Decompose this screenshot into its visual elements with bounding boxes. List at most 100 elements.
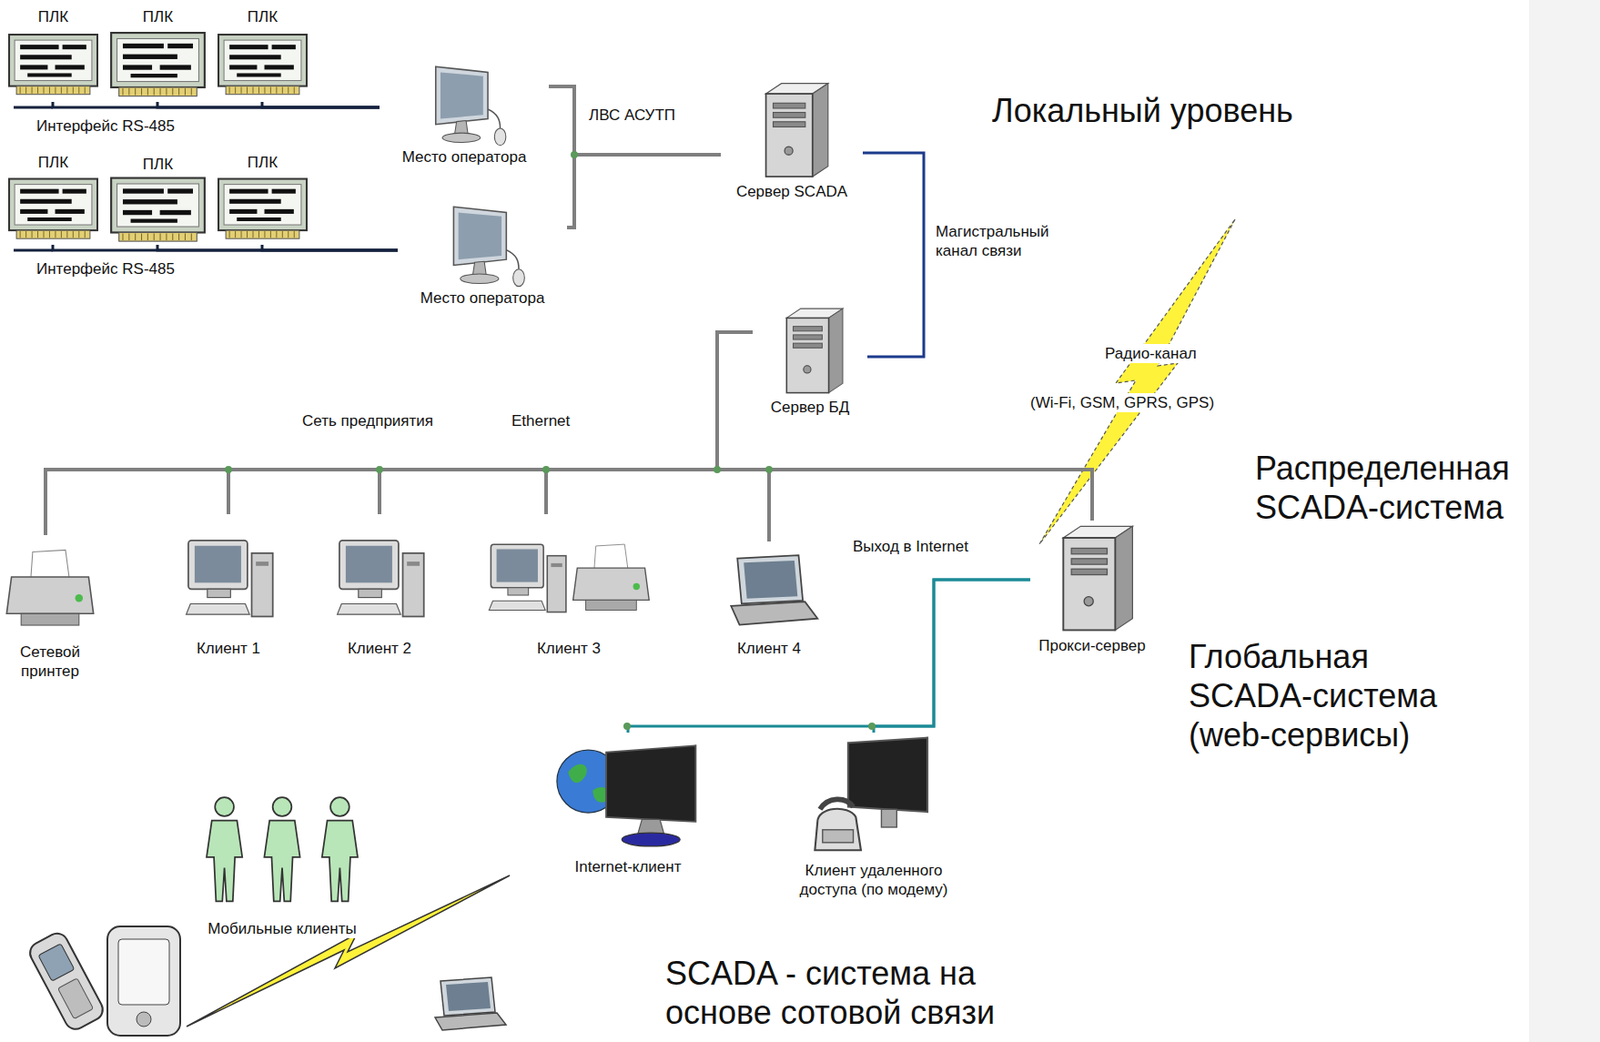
node-text: Место оператора bbox=[379, 147, 549, 167]
plc-chip bbox=[229, 55, 282, 61]
pda-button bbox=[136, 1012, 152, 1027]
monitor-base bbox=[358, 588, 383, 598]
plc-pin bbox=[246, 87, 248, 94]
printer-tray bbox=[586, 599, 638, 610]
node-label: Прокси-сервер bbox=[1036, 636, 1148, 656]
plc-pin bbox=[147, 88, 149, 95]
node-label: Клиент 1 bbox=[194, 638, 263, 659]
printer-tray bbox=[20, 613, 80, 626]
plc-pin bbox=[141, 88, 142, 95]
server-node: Прокси-сервер bbox=[1030, 520, 1155, 658]
plc-chip bbox=[122, 189, 164, 194]
plc-pin bbox=[246, 231, 248, 238]
network-link bbox=[717, 332, 770, 542]
node-text: ПЛК bbox=[216, 7, 309, 27]
plc-pin bbox=[72, 231, 74, 238]
plc-chip bbox=[20, 65, 48, 71]
device-icon bbox=[7, 173, 100, 245]
plc-pin bbox=[66, 87, 68, 94]
drive-bay bbox=[773, 112, 806, 119]
icon-group bbox=[111, 32, 205, 97]
drive-bay bbox=[1071, 547, 1107, 554]
node-label: Internet-клиент bbox=[573, 857, 684, 877]
plc-chip bbox=[122, 199, 178, 204]
laptop-base bbox=[730, 601, 818, 626]
monitor-screen bbox=[848, 738, 928, 812]
plc-pin bbox=[191, 88, 193, 95]
plc-pin bbox=[54, 87, 56, 94]
plc-card: ПЛК bbox=[7, 152, 100, 245]
drive-bay bbox=[1071, 558, 1107, 565]
plc-pin bbox=[84, 231, 86, 238]
network-link bbox=[157, 101, 380, 108]
plc-chip bbox=[62, 44, 87, 50]
device-icon bbox=[1030, 520, 1155, 637]
node-text: ПЛК bbox=[7, 7, 100, 27]
node-text: Мобильные клиенты bbox=[192, 919, 372, 939]
plc-pin bbox=[263, 87, 265, 94]
network-link bbox=[228, 332, 753, 515]
plc-pin bbox=[78, 231, 80, 238]
plc-board bbox=[218, 34, 307, 87]
client-node: Клиент 3 bbox=[479, 514, 659, 660]
network-link bbox=[717, 332, 1093, 521]
drive-bay bbox=[406, 561, 420, 567]
node-label: Место оператора bbox=[400, 147, 529, 167]
plc-pin bbox=[121, 88, 123, 95]
person-body bbox=[206, 820, 243, 902]
device-icon bbox=[109, 175, 207, 245]
node-text: Прокси-сервер bbox=[1030, 636, 1155, 656]
junction-dot bbox=[542, 465, 550, 474]
printer-paper bbox=[594, 544, 628, 570]
server-node: Сервер БД bbox=[752, 303, 868, 419]
pc-tower bbox=[403, 553, 425, 618]
device-icon bbox=[7, 28, 100, 102]
device-icon bbox=[216, 28, 309, 102]
plc-pin bbox=[31, 87, 33, 94]
plc-chip bbox=[122, 65, 152, 71]
plc-chip bbox=[229, 189, 268, 194]
monitor-base bbox=[460, 273, 499, 284]
node-label: ПЛК bbox=[245, 7, 280, 27]
bus-stub bbox=[13, 106, 53, 110]
modem-body bbox=[814, 809, 861, 851]
drive-bay bbox=[773, 102, 806, 109]
node-text: Клиент 1 bbox=[175, 638, 282, 659]
client-node: Клиент 4 bbox=[716, 541, 822, 660]
plc-panel bbox=[223, 40, 302, 81]
node-label: ПЛК bbox=[36, 152, 71, 173]
level-title: Локальный уровень bbox=[992, 91, 1294, 131]
node-label: Клиент 2 bbox=[345, 638, 414, 659]
flip-phone bbox=[26, 930, 107, 1033]
icon-group bbox=[337, 540, 425, 618]
person-head bbox=[273, 797, 293, 817]
client-node: Клиент удаленного доступа (по модему) bbox=[779, 732, 968, 902]
printer-node: Сетевой принтер bbox=[1, 535, 99, 683]
plc-pin bbox=[20, 87, 21, 94]
node-label: Клиент 3 bbox=[535, 638, 603, 659]
network-link bbox=[567, 154, 721, 228]
plc-panel bbox=[223, 184, 302, 225]
plc-chip bbox=[20, 189, 59, 194]
node-label: Мобильные клиенты bbox=[205, 919, 359, 939]
plc-chip bbox=[160, 65, 192, 71]
network-link bbox=[52, 101, 380, 108]
network-link bbox=[45, 332, 753, 536]
icon-group bbox=[730, 555, 818, 626]
node-label: ПЛК bbox=[245, 152, 280, 173]
network-link bbox=[862, 152, 924, 357]
plc-pin bbox=[72, 87, 74, 94]
level-title: Глобальная SCADA-система (web-сервисы) bbox=[1188, 637, 1480, 756]
network-link bbox=[52, 244, 398, 251]
laptop-screen bbox=[743, 560, 798, 599]
plc-pin bbox=[20, 231, 21, 238]
device-icon bbox=[752, 303, 868, 398]
monitor-frame bbox=[188, 540, 248, 589]
plc-pin bbox=[178, 88, 180, 95]
plc-pin bbox=[78, 87, 80, 94]
server-front bbox=[786, 317, 829, 393]
plc-pin bbox=[293, 231, 295, 238]
monitor-base bbox=[442, 132, 481, 142]
plc-chip bbox=[229, 209, 257, 214]
icon-group bbox=[206, 797, 358, 902]
